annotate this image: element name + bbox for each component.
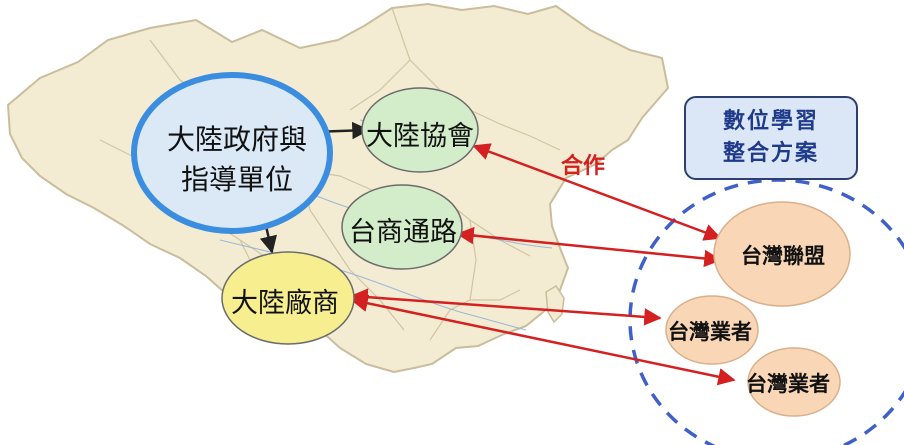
arrow-manufacturer-business-2	[350, 294, 736, 386]
node-mainland-government	[131, 72, 333, 234]
taiwan-alliance-label: 台灣聯盟	[741, 243, 825, 268]
node-taiwan-business-2	[747, 347, 841, 417]
node-taiwan-channel	[341, 184, 463, 270]
mainland-manufacturer-label: 大陸廠商	[231, 288, 339, 319]
taiwan-island	[545, 284, 565, 324]
arrow-channel-alliance	[456, 226, 722, 268]
taiwan-business-2-label: 台灣業者	[746, 371, 830, 396]
solution-line-1: 數位學習	[722, 109, 819, 134]
mainland-association-label: 大陸協會	[366, 121, 474, 152]
cooperation-label: 合作	[560, 154, 605, 179]
taiwan-business-1-label: 台灣業者	[668, 319, 752, 344]
mainland-government-label-line2: 指導單位	[180, 163, 293, 196]
node-mainland-association	[361, 87, 479, 173]
node-taiwan-business-1	[665, 295, 759, 365]
taiwan-channel-label: 台商通路	[349, 217, 457, 248]
arrow-gov-to-manufacturer	[259, 225, 277, 254]
node-mainland-manufacturer	[221, 251, 355, 345]
mainland-government-label-line1: 大陸政府與	[166, 123, 307, 156]
solution-box: 數位學習 整合方案	[684, 96, 858, 180]
solution-line-2: 整合方案	[722, 141, 819, 166]
mainland-government-label: 大陸政府與 指導單位	[142, 120, 332, 200]
node-taiwan-alliance	[713, 201, 851, 307]
taiwan-group-dashed-circle	[628, 178, 904, 445]
arrow-association-alliance	[472, 143, 722, 241]
